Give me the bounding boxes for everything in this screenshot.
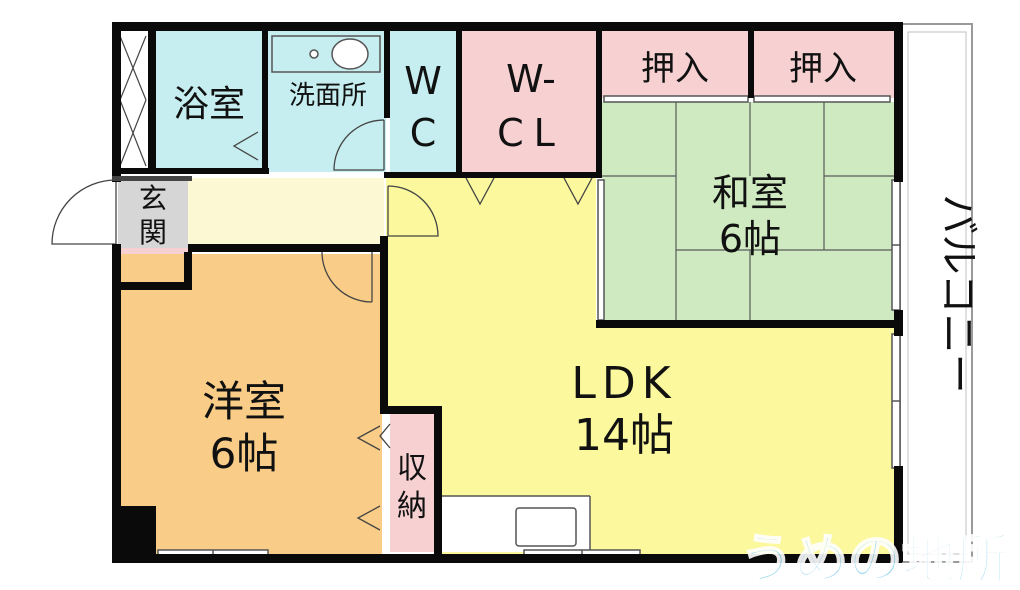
yoshitsu-closet-door-icon-1 <box>356 425 381 451</box>
oshiire-room-2 <box>752 30 894 98</box>
wcl-door-icon-2 <box>563 177 593 206</box>
kitchen-sink-icon <box>440 495 591 552</box>
wcl-room <box>462 30 596 172</box>
yoshitsu-room <box>120 254 382 554</box>
washitsu-label-2: 6帖 <box>719 217 781 261</box>
wcl-label-2: CL <box>497 111 565 155</box>
watermark-logo: うめの地所 <box>740 528 1010 590</box>
ldk-door-icon <box>387 185 439 237</box>
closet-left <box>118 30 148 170</box>
bath-room <box>156 30 262 170</box>
yoshitsu-label-2: 6帖 <box>210 429 279 478</box>
hall <box>188 178 384 246</box>
storage-room <box>390 414 436 552</box>
wcl-door-icon-1 <box>465 177 495 206</box>
kitchen-counter <box>440 496 590 552</box>
storage-door-icon-1 <box>379 423 391 449</box>
yoshitsu-label-1: 洋室 <box>202 377 286 426</box>
storage-label-2: 納 <box>397 489 427 524</box>
walls <box>112 22 903 563</box>
door-swings <box>51 119 593 531</box>
ldk-label-1: LDK <box>571 358 676 409</box>
storage-label-1: 収 <box>397 451 427 486</box>
bath-door-icon <box>232 131 259 161</box>
yoshitsu-door-icon <box>321 251 373 303</box>
entrance-door-icon <box>51 179 117 245</box>
washbasin-icon <box>271 35 381 73</box>
wc-room <box>390 30 456 172</box>
closet-x-icon <box>119 35 147 167</box>
washitsu-label-1: 和室 <box>712 171 788 215</box>
room-labels: 浴室 洗面所 W C W- CL 押入 押入 和室 6帖 玄 関 洋室 6帖 L… <box>139 49 981 524</box>
entrance-label-1: 玄 <box>139 182 167 215</box>
balcony-label: バルコニー <box>935 194 981 393</box>
oshiire-room-1 <box>602 30 748 98</box>
tatami-lines <box>602 102 894 324</box>
wcl-label-1: W- <box>506 57 556 101</box>
washitsu-room <box>602 102 894 324</box>
ldk-label-2: 14帖 <box>574 410 674 461</box>
entrance-room <box>118 178 188 248</box>
washroom-label: 洗面所 <box>289 81 367 111</box>
ldk-room <box>386 178 894 554</box>
wc-label-c: C <box>410 111 437 155</box>
wc-label-w: W <box>404 59 442 103</box>
entrance-label-2: 関 <box>139 216 167 249</box>
balcony-area <box>899 23 973 563</box>
yoshitsu-closet-door-icon-2 <box>356 505 381 531</box>
washroom-door-icon <box>333 119 385 171</box>
bath-label: 浴室 <box>173 84 245 125</box>
oshiire-label-1: 押入 <box>641 49 709 89</box>
oshiire-label-2: 押入 <box>789 49 857 89</box>
